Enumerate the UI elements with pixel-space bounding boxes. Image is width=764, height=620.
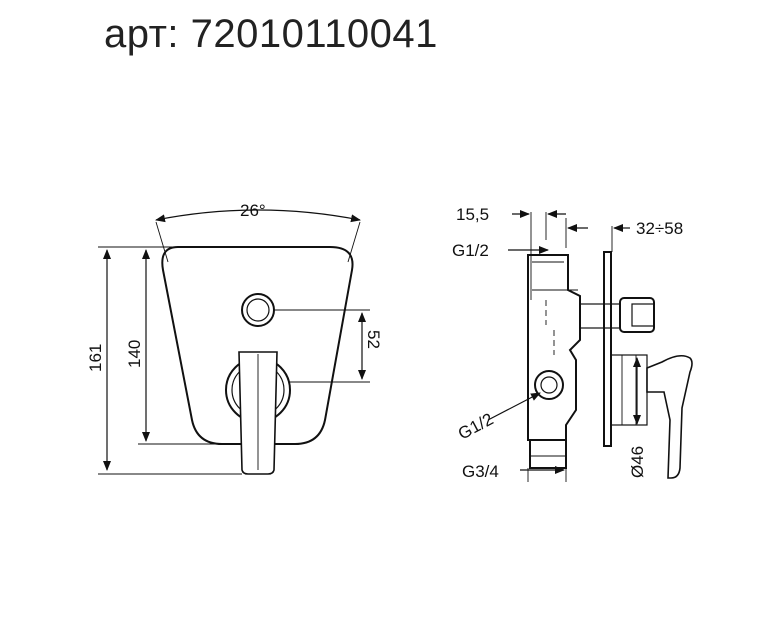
outlet-label: G3/4 <box>462 462 499 481</box>
dim-161-label: 161 <box>86 344 105 372</box>
faceplate-outline <box>161 246 354 445</box>
inlet-top-label: G1/2 <box>452 241 489 260</box>
wall-plate <box>603 251 612 447</box>
dim-15-5-label: 15,5 <box>456 205 489 224</box>
lever-side <box>646 354 693 479</box>
side-inlet <box>534 370 564 400</box>
dim-32-58-label: 32÷58 <box>636 219 683 238</box>
diverter-stem <box>579 303 621 329</box>
angle-arc <box>155 209 361 223</box>
front-view: 26° 161 140 52 <box>86 201 383 475</box>
bottom-outlet <box>529 439 567 469</box>
dim-52-label: 52 <box>364 330 383 349</box>
inlet-side-label: G1/2 <box>455 409 496 443</box>
valve-body <box>527 254 581 441</box>
side-view: 15,5 32÷58 G1/2 G1/2 G3/4 Ø46 <box>452 205 693 482</box>
dim-140-label: 140 <box>125 340 144 368</box>
rosette-diameter-label: Ø46 <box>628 446 647 478</box>
article-number: арт: 72010110041 <box>104 12 438 56</box>
rosette <box>610 354 648 426</box>
angle-label: 26° <box>240 201 266 220</box>
